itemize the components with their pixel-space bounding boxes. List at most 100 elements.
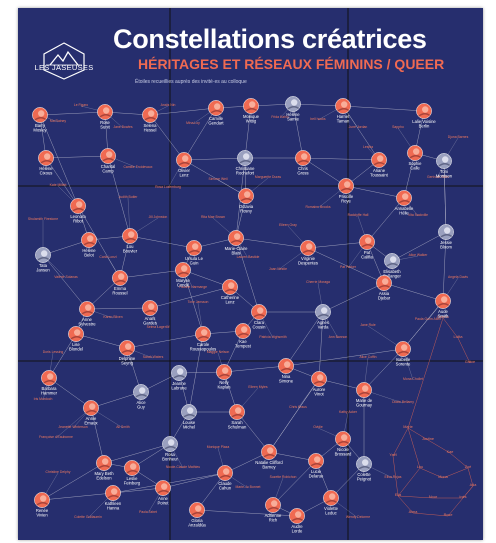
text-node-label: Judith Butler — [119, 195, 139, 199]
portrait-ring — [142, 107, 158, 123]
text-node-label: Pauline Harmange — [179, 285, 207, 289]
text-node-label: Maggie Nelson — [207, 350, 230, 354]
text-node-label: Doris Lessing — [43, 350, 64, 354]
text-node-label: Alice Coffin — [359, 355, 376, 359]
portrait-face — [187, 407, 194, 414]
poster-tagline: Étoiles recueillies auprès des invité·es… — [135, 79, 247, 85]
portrait-ring — [395, 341, 411, 357]
text-node-label: Mona Chollet — [403, 377, 423, 381]
portrait-face — [402, 193, 409, 200]
text-node-label: Vita Sackville — [408, 213, 428, 217]
portrait-face — [341, 101, 348, 108]
portrait-ring — [97, 104, 113, 120]
text-node-label: bell hooks — [310, 117, 326, 121]
portrait-shoulders — [440, 234, 453, 238]
constellation-link — [442, 317, 459, 339]
portrait-face — [125, 343, 132, 350]
constellation-link — [397, 495, 434, 499]
portrait-face — [228, 282, 235, 289]
constellation-link — [129, 235, 195, 249]
constellation-link — [119, 269, 184, 279]
constellation-link — [442, 231, 447, 302]
constellation-link — [292, 103, 344, 107]
constellation-link — [302, 157, 380, 161]
portrait-shoulders — [237, 333, 250, 337]
text-node-label: Sappho — [392, 125, 404, 129]
text-node-label: Kathy Acker — [339, 410, 358, 414]
portrait-ring — [142, 300, 158, 316]
text-node-label: Lesbia — [363, 145, 373, 149]
portrait-shoulders — [325, 500, 338, 504]
text-node-label: Joan Nestle — [269, 267, 287, 271]
portrait-ring — [300, 240, 316, 256]
portrait-ring — [237, 150, 253, 166]
constellation-link — [149, 114, 185, 161]
portrait-ring — [228, 230, 244, 246]
text-node-label: Wendy Delorme — [346, 515, 370, 519]
constellation-link — [183, 157, 246, 161]
text-node-label: Monique Plaza — [207, 445, 230, 449]
portrait-face — [244, 191, 251, 198]
constellation-link — [307, 241, 368, 249]
text-node-label: Dodie Bellamy — [392, 400, 414, 404]
constellation-link — [292, 103, 304, 159]
portrait-face — [139, 387, 146, 394]
portrait-face — [148, 303, 155, 310]
portrait-shoulders — [135, 394, 148, 398]
portrait-ring — [285, 96, 301, 112]
text-node-label: Lou — [417, 465, 423, 469]
constellation-link — [48, 333, 77, 379]
portrait-shoulders — [191, 512, 204, 516]
portrait-face — [106, 151, 113, 158]
constellation-link — [149, 107, 217, 116]
constellation-link — [86, 307, 151, 310]
poster-title: Constellations créatrices — [113, 24, 427, 54]
constellation-link — [402, 300, 444, 350]
portrait-shoulders — [114, 280, 127, 284]
constellation-link — [41, 462, 105, 501]
portrait-shoulders — [230, 240, 243, 244]
portrait-shoulders — [144, 117, 157, 121]
portrait-ring — [243, 98, 259, 114]
portrait-face — [181, 265, 188, 272]
text-node-label: June Jordan — [349, 125, 368, 129]
portrait-ring — [265, 497, 281, 513]
portrait-face — [85, 304, 92, 311]
portrait-face — [257, 307, 264, 314]
portrait-shoulders — [36, 502, 49, 506]
portrait-shoulders — [173, 375, 186, 379]
portrait-ring — [335, 98, 351, 114]
portrait-face — [102, 458, 109, 465]
portrait-face — [422, 106, 429, 113]
portrait-face — [365, 237, 372, 244]
